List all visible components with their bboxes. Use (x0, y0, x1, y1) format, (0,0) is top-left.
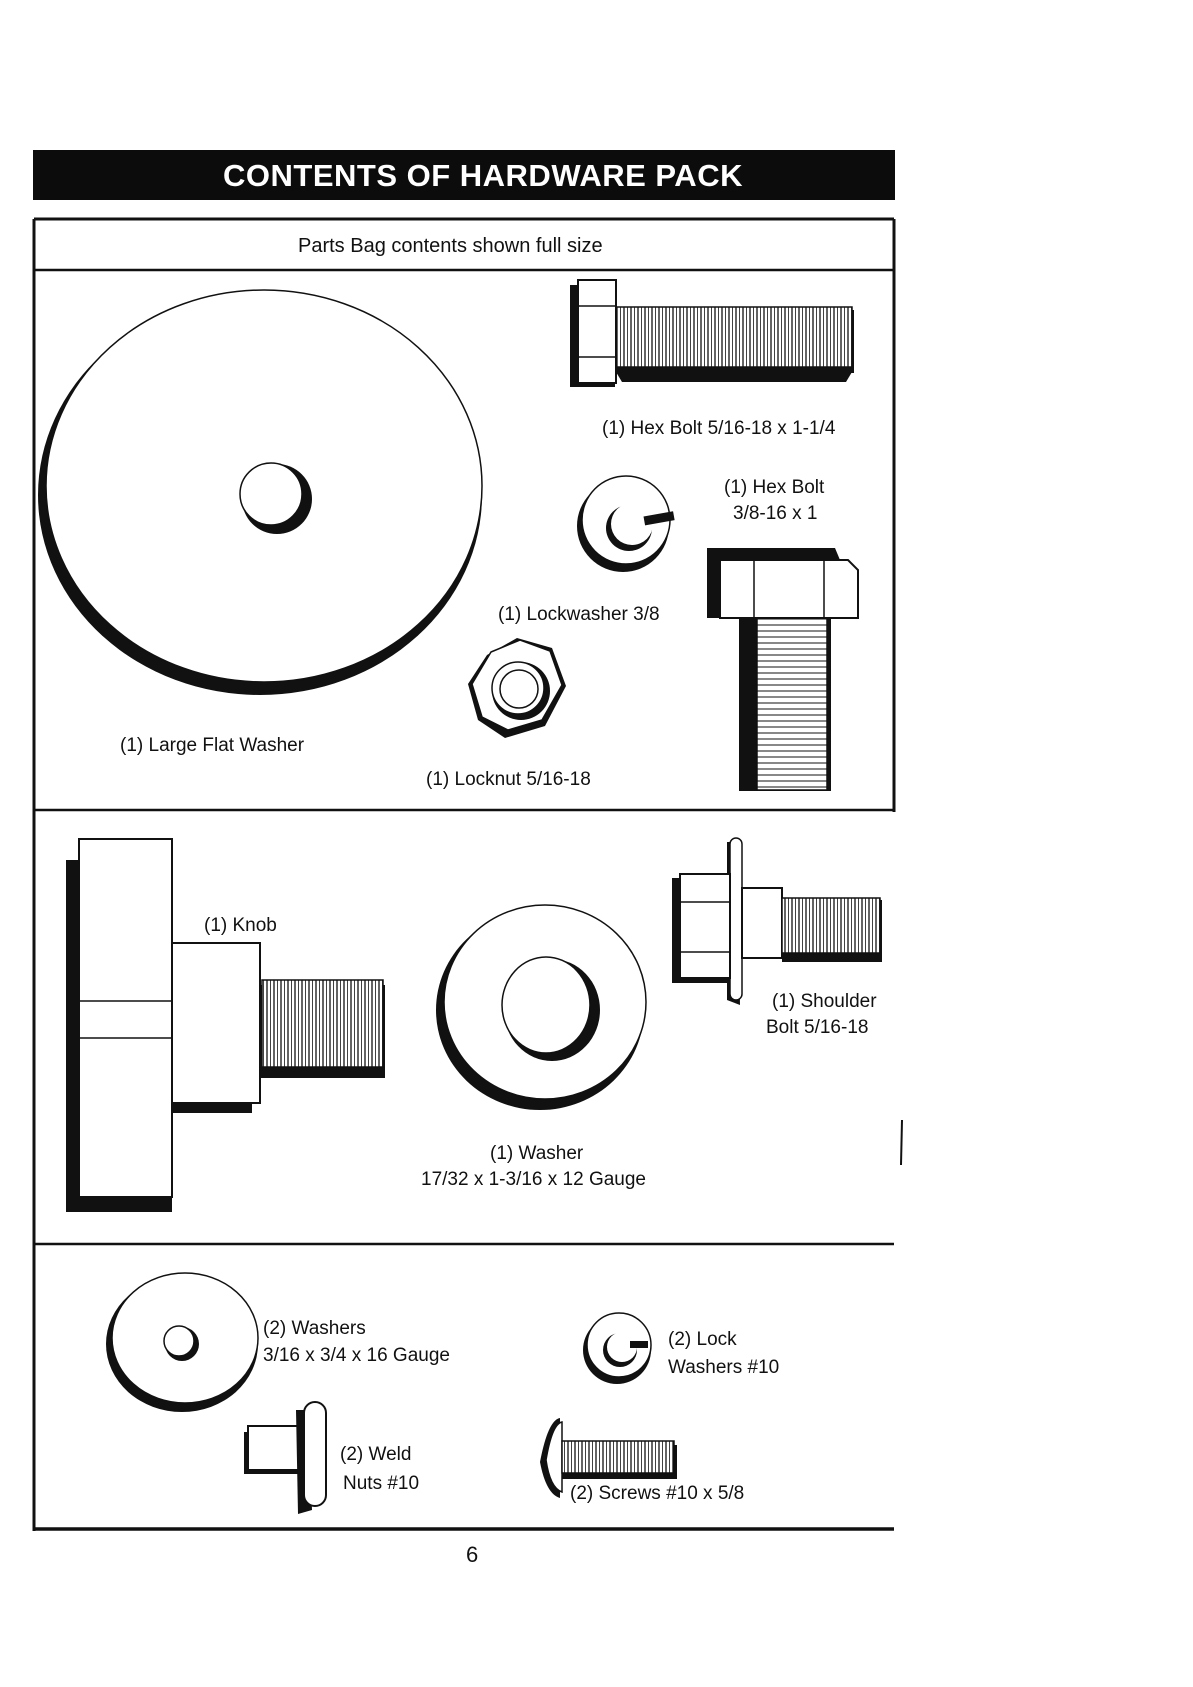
label-large-flat-washer: (1) Large Flat Washer (120, 735, 305, 756)
screw-drawing (540, 1418, 677, 1498)
lockwasher-38-drawing (577, 475, 675, 572)
label-locknut: (1) Locknut 5/16-18 (426, 769, 591, 790)
label-weld-nuts-line2: Nuts #10 (343, 1473, 420, 1494)
label-washer-line1: (1) Washer (490, 1143, 584, 1164)
label-screws: (2) Screws #10 x 5/8 (570, 1483, 745, 1504)
label-knob: (1) Knob (204, 915, 277, 936)
locknut-drawing (468, 638, 566, 738)
page-title: CONTENTS OF HARDWARE PACK (223, 158, 743, 193)
page-number: 6 (466, 1542, 479, 1567)
hex-bolt-516-drawing (570, 279, 854, 387)
label-shoulder-bolt-line1: (1) Shoulder (772, 991, 877, 1012)
lock-washer-10-drawing (583, 1312, 652, 1384)
label-lock-washers-line1: (2) Lock (668, 1329, 737, 1350)
label-hex-bolt-38-line1: (1) Hex Bolt (724, 477, 825, 498)
label-washer-line2: 17/32 x 1-3/16 x 12 Gauge (421, 1169, 646, 1190)
label-weld-nuts-line1: (2) Weld (340, 1444, 412, 1465)
label-hex-bolt-516: (1) Hex Bolt 5/16-18 x 1-1/4 (602, 418, 836, 439)
label-washers-small-line2: 3/16 x 3/4 x 16 Gauge (263, 1345, 450, 1366)
label-lockwasher-38: (1) Lockwasher 3/8 (498, 604, 660, 625)
label-shoulder-bolt-line2: Bolt 5/16-18 (766, 1017, 869, 1038)
label-hex-bolt-38-line2: 3/8-16 x 1 (733, 503, 818, 524)
page-title-bar: CONTENTS OF HARDWARE PACK (33, 150, 895, 200)
hex-bolt-38-drawing (707, 548, 859, 791)
parts-frame (32, 217, 903, 1531)
parts-bag-subtitle: Parts Bag contents shown full size (298, 235, 603, 257)
small-washer-drawing (106, 1272, 259, 1412)
large-flat-washer-drawing (38, 289, 483, 695)
washer-1732-drawing (436, 904, 647, 1110)
label-washers-small-line1: (2) Washers (263, 1318, 366, 1339)
shoulder-bolt-drawing (672, 837, 882, 1005)
weld-nut-drawing (244, 1401, 327, 1514)
label-lock-washers-line2: Washers #10 (668, 1357, 780, 1378)
knob-drawing (66, 838, 385, 1212)
